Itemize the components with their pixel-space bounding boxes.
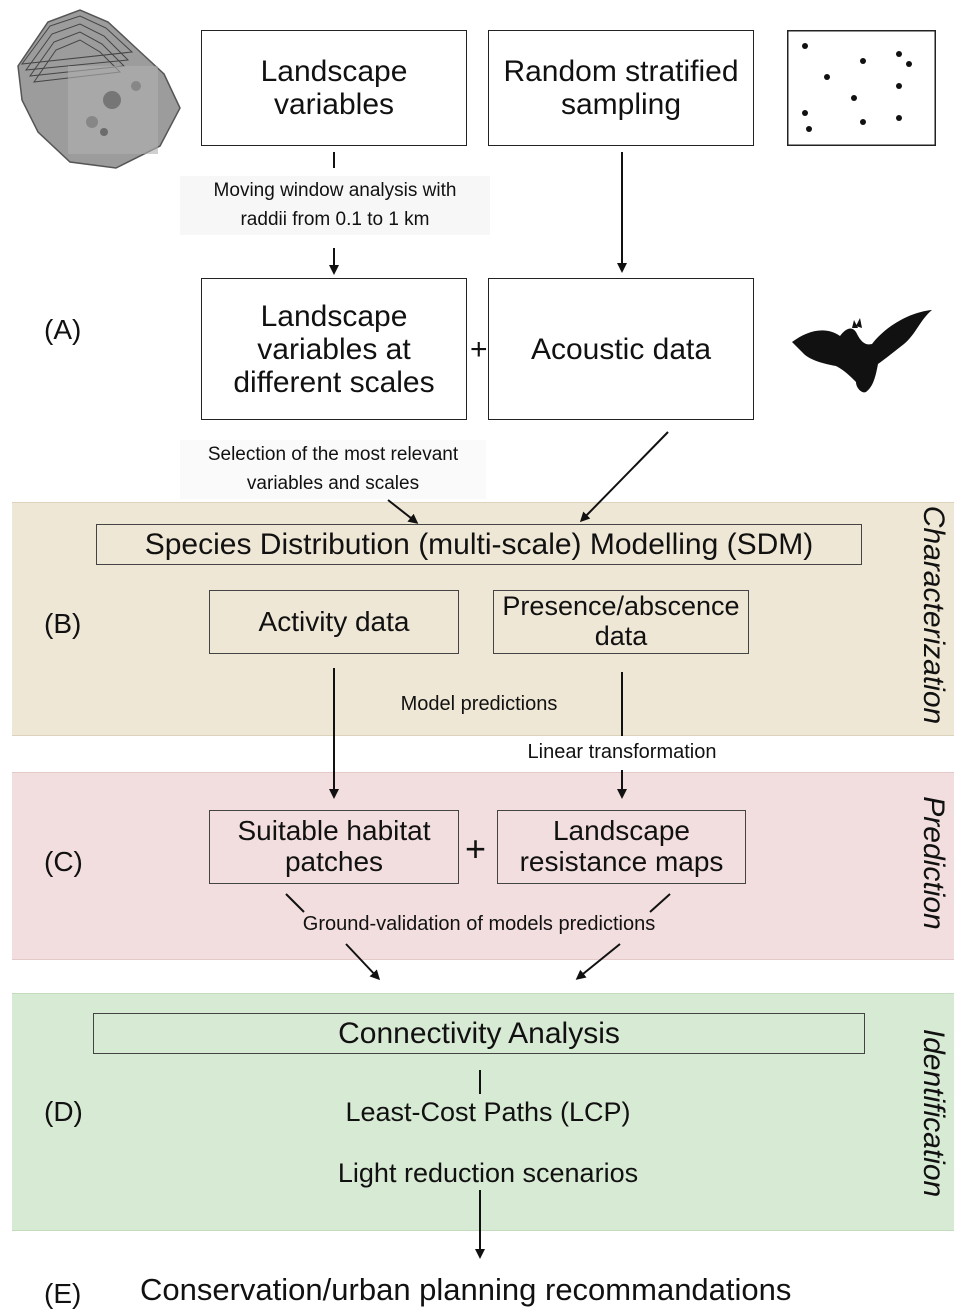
presence-absence-box: Presence/abscence data	[493, 590, 749, 654]
random-sampling-box: Random stratified sampling	[488, 30, 754, 146]
moving-window-note: Moving window analysis with raddii from …	[180, 176, 490, 235]
connectivity-box: Connectivity Analysis	[93, 1013, 865, 1054]
arrow-acoustic-to-sdm	[579, 431, 669, 523]
selection-note: Selection of the most relevant variables…	[180, 440, 486, 499]
recommendations-text: Conservation/urban planning recommandati…	[140, 1272, 792, 1307]
sample-points-icon	[787, 30, 936, 146]
identification-band	[12, 993, 954, 1231]
arrow-resistance-to-connectivity	[575, 943, 621, 980]
plus-sign-c: +	[465, 828, 487, 869]
suitable-habitat-box: Suitable habitat patches	[209, 810, 459, 884]
bat-silhouette-icon	[792, 310, 932, 393]
prediction-band	[12, 772, 954, 960]
section-b-label: (B)	[44, 608, 82, 639]
section-e-label: (E)	[44, 1278, 82, 1309]
terrain-map-icon	[17, 9, 181, 169]
connector-resistance-validation	[649, 893, 671, 913]
arrow-habitat-to-connectivity	[345, 943, 381, 981]
ground-validation-note: Ground-validation of models predictions	[302, 913, 656, 935]
lcp-label: Least-Cost Paths (LCP)	[345, 1097, 631, 1127]
section-c-label: (C)	[44, 846, 83, 877]
model-predictions-note: Model predictions	[400, 693, 558, 715]
sdm-title-box: Species Distribution (multi-scale) Model…	[96, 524, 862, 565]
plus-sign-a: +	[470, 333, 488, 366]
linear-transformation-note: Linear transformation	[527, 741, 717, 763]
resistance-maps-box: Landscape resistance maps	[497, 810, 746, 884]
characterization-band	[12, 502, 954, 736]
landscape-variables-box: Landscape variables	[201, 30, 467, 146]
connector-habitat-validation	[285, 893, 305, 913]
acoustic-data-box: Acoustic data	[488, 278, 754, 420]
landscape-scales-box: Landscape variables at different scales	[201, 278, 467, 420]
light-reduction-label: Light reduction scenarios	[337, 1158, 639, 1188]
activity-data-box: Activity data	[209, 590, 459, 654]
arrow-selection-to-sdm	[387, 499, 419, 524]
section-d-label: (D)	[44, 1096, 83, 1127]
section-a-label: (A)	[44, 314, 82, 345]
